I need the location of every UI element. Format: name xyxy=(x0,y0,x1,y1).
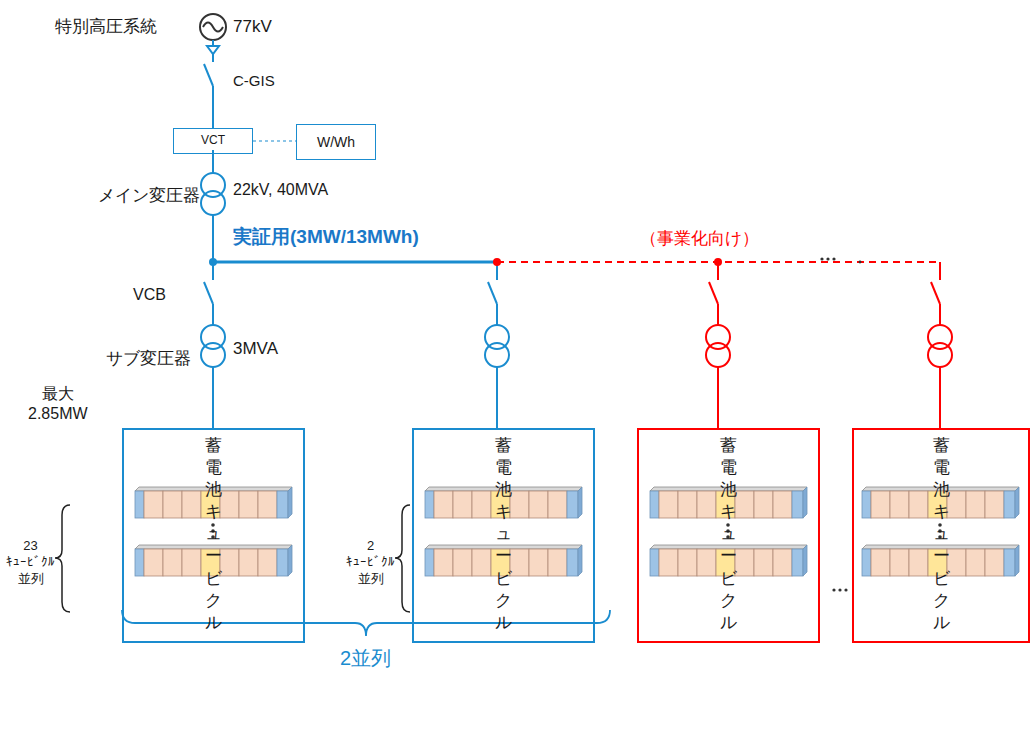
section-label: （事業化向け） xyxy=(640,228,759,249)
wiring xyxy=(201,40,509,428)
node-text: 蓄電池 キュービクル xyxy=(205,435,222,634)
equipment-label: C-GIS xyxy=(233,72,275,91)
meter-box: VCT xyxy=(173,128,253,154)
battery-cubicle: 蓄電池 キュービクル xyxy=(637,428,820,643)
count-label: 2 ｷｭｰﾋﾞｸﾙ 並列 xyxy=(346,538,395,587)
battery-cubicle: 蓄電池 キュービクル xyxy=(122,428,305,643)
node-text: VCT xyxy=(201,133,225,149)
bus-node xyxy=(209,258,217,266)
brace xyxy=(55,505,410,612)
bus-node xyxy=(493,258,501,266)
meter-box: W/Wh xyxy=(296,124,376,160)
bus-node xyxy=(714,258,722,266)
rating-label: 3MVA xyxy=(233,338,278,359)
ac-source xyxy=(200,14,226,40)
rating-label: 最大 2.85MW xyxy=(28,384,88,424)
rating-label: 22kV, 40MVA xyxy=(233,180,328,200)
group-label: 2並列 xyxy=(340,646,391,671)
battery-cell-rows xyxy=(135,487,1019,576)
section-label: 実証用(3MW/13MWh) xyxy=(233,225,419,249)
voltage-label: 77kV xyxy=(233,16,272,37)
ellipsis-dots xyxy=(211,257,942,591)
node-text: 蓄電池 キュービクル xyxy=(933,435,950,634)
count-label: 23 ｷｭｰﾋﾞｸﾙ 並列 xyxy=(6,538,55,587)
group-brace xyxy=(122,610,610,636)
node-text: 蓄電池 キュービクル xyxy=(495,435,512,634)
system-label: 特別高圧系統 xyxy=(55,16,157,37)
equipment-label: サブ変圧器 xyxy=(106,348,191,369)
signal-line xyxy=(253,140,296,141)
equipment-label: VCB xyxy=(133,285,166,305)
battery-cubicle: 蓄電池 キュービクル xyxy=(412,428,595,643)
node-text: 蓄電池 キュービクル xyxy=(720,435,737,634)
equipment-label: メイン変圧器 xyxy=(98,185,200,206)
future-wiring xyxy=(497,262,952,428)
battery-cubicle: 蓄電池 キュービクル xyxy=(852,428,1030,643)
node-text: W/Wh xyxy=(317,133,355,151)
